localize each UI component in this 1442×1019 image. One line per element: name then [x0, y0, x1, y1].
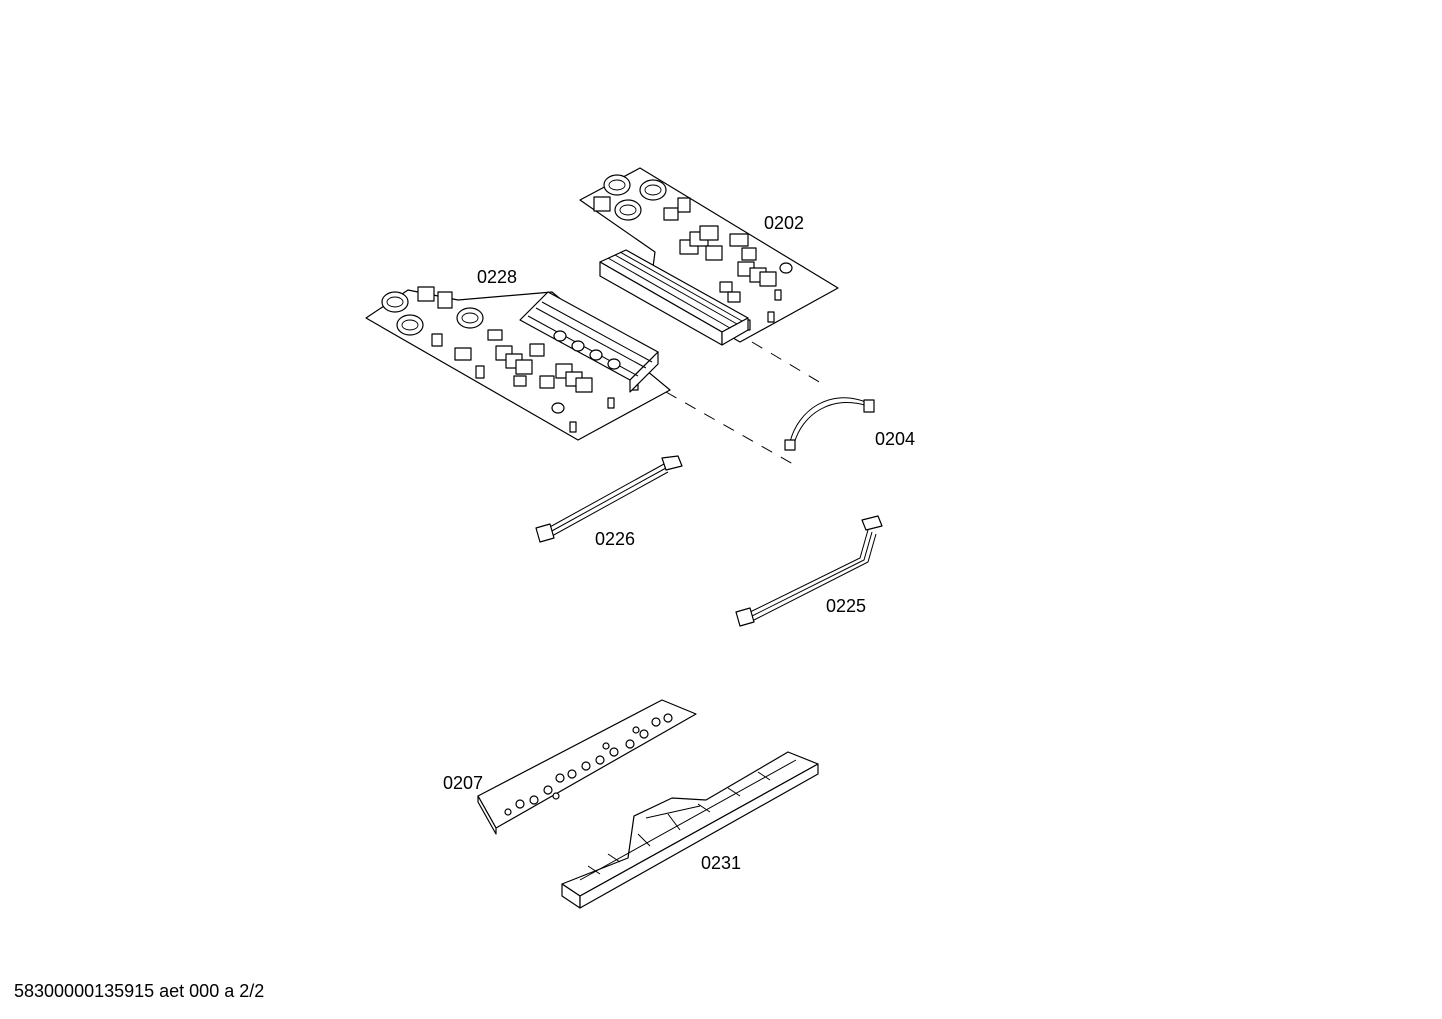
- part-0204-cable[interactable]: [784, 397, 875, 451]
- part-0207-control-board[interactable]: [477, 699, 697, 835]
- part-label-0231: 0231: [701, 853, 742, 873]
- part-label-0228: 0228: [477, 267, 518, 287]
- toroid-coil-icon: [603, 174, 667, 221]
- part-label-0204: 0204: [875, 429, 916, 449]
- button-switch-icon: [504, 713, 673, 816]
- part-0225-ribbon-cable[interactable]: [735, 515, 883, 627]
- part-0202-power-board[interactable]: [579, 167, 839, 346]
- part-0231-frame[interactable]: [561, 751, 819, 909]
- part-label-0225: 0225: [826, 596, 867, 616]
- part-0228-power-board[interactable]: [365, 286, 671, 441]
- part-label-0226: 0226: [595, 529, 636, 549]
- assembly-guide-lines: [665, 341, 827, 469]
- part-label-0202: 0202: [764, 213, 805, 233]
- heatsink-icon: [599, 249, 749, 346]
- heatsink-icon: [519, 291, 659, 393]
- part-label-0207: 0207: [443, 773, 484, 793]
- part-0226-ribbon-cable[interactable]: [535, 455, 683, 543]
- toroid-coil-icon: [381, 291, 484, 336]
- document-footer-id: 58300000135915 aet 000 a 2/2: [14, 981, 265, 1001]
